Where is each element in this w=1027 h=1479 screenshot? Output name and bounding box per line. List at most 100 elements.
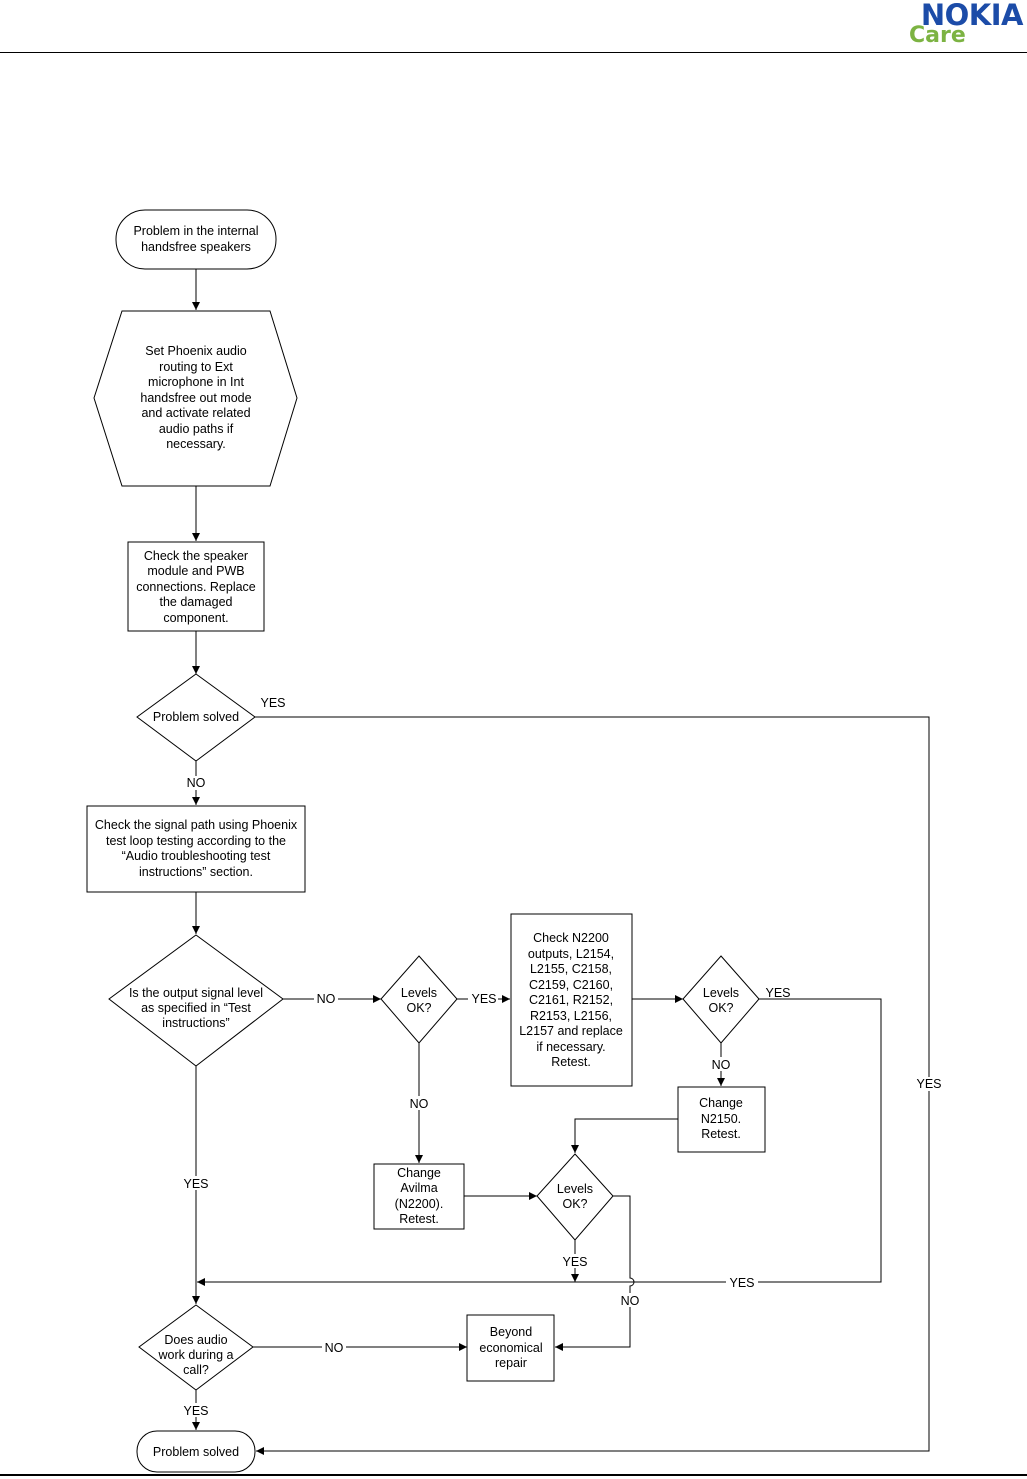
svg-text:N2150.: N2150. [701, 1112, 741, 1126]
edge-levels3-no [555, 1195, 635, 1351]
levels-2-line-1: Levels [703, 986, 739, 1000]
levels-ok-decision-1: Levels OK? [380, 955, 458, 1044]
change-avilma-step: Change Avilma (N2200). Retest. [373, 1163, 465, 1230]
svg-text:outputs, L2154,: outputs, L2154, [528, 947, 614, 961]
change-n2150-line-1: Change [699, 1096, 743, 1110]
set-routing-step: Set Phoenix audio routing to Ext microph… [93, 310, 298, 487]
svg-text:Levels: Levels [557, 1182, 593, 1196]
label-output-level-yes: YES [183, 1177, 208, 1191]
set-routing-line-4: handsfree out mode [140, 391, 251, 405]
set-routing-line-6: audio paths if [159, 422, 234, 436]
label-levels2-yes: YES [765, 986, 790, 1000]
svg-text:Problem in the internal: Problem in the internal [133, 224, 258, 238]
change-avilma-line-2: Avilma [400, 1181, 437, 1195]
svg-text:as specified in “Test: as specified in “Test [141, 1001, 251, 1015]
check-n2200-line-4: C2159, C2160, [529, 978, 613, 992]
svg-text:Beyond: Beyond [490, 1325, 532, 1339]
set-routing-line-5: and activate related [141, 406, 250, 420]
svg-text:Problem solved: Problem solved [153, 1445, 239, 1459]
svg-text:routing to Ext: routing to Ext [159, 360, 233, 374]
change-avilma-line-4: Retest. [399, 1212, 439, 1226]
svg-text:OK?: OK? [406, 1001, 431, 1015]
svg-text:Problem solved: Problem solved [153, 710, 239, 724]
svg-text:“Audio troubleshooting test: “Audio troubleshooting test [122, 849, 271, 863]
beyond-repair-line-2: economical [479, 1341, 542, 1355]
levels-ok-decision-2: Levels OK? [682, 955, 760, 1044]
check-signal-line-3: “Audio troubleshooting test [122, 849, 271, 863]
svg-text:R2153, L2156,: R2153, L2156, [530, 1009, 612, 1023]
output-level-line-2: as specified in “Test [141, 1001, 251, 1015]
flow-edges [192, 269, 930, 1455]
svg-text:repair: repair [495, 1356, 527, 1370]
edge-change-n2150-to-levels3 [571, 1118, 678, 1153]
label-return-yes: YES [729, 1276, 754, 1290]
levels-1-line-2: OK? [406, 1001, 431, 1015]
svg-text:and activate related: and activate related [141, 406, 250, 420]
svg-text:handsfree out mode: handsfree out mode [140, 391, 251, 405]
svg-text:Change: Change [699, 1096, 743, 1110]
start-line-1: Problem in the internal [133, 224, 258, 238]
output-level-line-1: Is the output signal level [129, 986, 263, 1000]
svg-text:(N2200).: (N2200). [395, 1197, 444, 1211]
output-level-decision: Is the output signal level as specified … [108, 934, 284, 1067]
start-terminator: Problem in the internal handsfree speake… [115, 209, 277, 270]
label-levels2-no: NO [712, 1058, 731, 1072]
label-problem-solved-no: NO [187, 776, 206, 790]
check-n2200-line-5: C2161, R2152, [529, 993, 613, 1007]
svg-text:Check the speaker: Check the speaker [144, 549, 248, 563]
change-avilma-line-3: (N2200). [395, 1197, 444, 1211]
check-signal-line-1: Check the signal path using Phoenix [95, 818, 298, 832]
svg-text:component.: component. [163, 611, 228, 625]
problem-solved-question: Problem solved [153, 710, 239, 724]
svg-text:Check N2200: Check N2200 [533, 931, 609, 945]
check-n2200-line-2: outputs, L2154, [528, 947, 614, 961]
svg-text:if necessary.: if necessary. [536, 1040, 605, 1054]
levels-2-line-2: OK? [708, 1001, 733, 1015]
svg-text:Does audio: Does audio [164, 1333, 227, 1347]
beyond-repair-line-3: repair [495, 1356, 527, 1370]
set-routing-line-2: routing to Ext [159, 360, 233, 374]
levels-ok-decision-3: Levels OK? [536, 1153, 614, 1241]
audio-call-line-2: work during a [157, 1348, 233, 1362]
audio-call-line-1: Does audio [164, 1333, 227, 1347]
check-signal-line-4: instructions” section. [139, 865, 253, 879]
start-line-2: handsfree speakers [141, 240, 251, 254]
change-n2150-step: Change N2150. Retest. [677, 1086, 766, 1153]
check-signal-step: Check the signal path using Phoenix test… [86, 805, 306, 893]
svg-text:L2155, C2158,: L2155, C2158, [530, 962, 612, 976]
svg-text:Set Phoenix audio: Set Phoenix audio [145, 344, 247, 358]
levels-3-line-2: OK? [562, 1197, 587, 1211]
svg-text:instructions” section.: instructions” section. [139, 865, 253, 879]
svg-text:Retest.: Retest. [701, 1127, 741, 1141]
label-levels3-no: NO [621, 1294, 640, 1308]
audio-call-line-3: call? [183, 1363, 209, 1377]
edge-levels2-yes [197, 998, 882, 1286]
check-speaker-line-4: the damaged [160, 595, 233, 609]
svg-text:Avilma: Avilma [400, 1181, 437, 1195]
svg-text:instructions”: instructions” [162, 1016, 229, 1030]
svg-text:Is the output signal level: Is the output signal level [129, 986, 263, 1000]
logo-care-wordmark: Care [909, 23, 966, 48]
svg-text:microphone in Int: microphone in Int [148, 375, 244, 389]
footer-rule [0, 1474, 1027, 1476]
check-n2200-line-3: L2155, C2158, [530, 962, 612, 976]
svg-text:module and PWB: module and PWB [147, 564, 244, 578]
label-levels1-no: NO [410, 1097, 429, 1111]
change-n2150-line-2: N2150. [701, 1112, 741, 1126]
svg-text:Retest.: Retest. [399, 1212, 439, 1226]
change-avilma-line-1: Change [397, 1166, 441, 1180]
levels-1-line-1: Levels [401, 986, 437, 1000]
label-problem-solved-yes: YES [260, 696, 285, 710]
label-output-level-no: NO [317, 992, 336, 1006]
svg-text:L2157 and replace: L2157 and replace [519, 1024, 623, 1038]
check-n2200-line-8: if necessary. [536, 1040, 605, 1054]
svg-text:economical: economical [479, 1341, 542, 1355]
end-terminator: Problem solved [136, 1430, 256, 1473]
svg-text:handsfree speakers: handsfree speakers [141, 240, 251, 254]
svg-text:OK?: OK? [708, 1001, 733, 1015]
svg-text:connections. Replace: connections. Replace [136, 580, 256, 594]
check-n2200-step: Check N2200 outputs, L2154, L2155, C2158… [510, 913, 633, 1087]
header-rule [0, 52, 1027, 53]
check-speaker-line-5: component. [163, 611, 228, 625]
check-n2200-line-7: L2157 and replace [519, 1024, 623, 1038]
